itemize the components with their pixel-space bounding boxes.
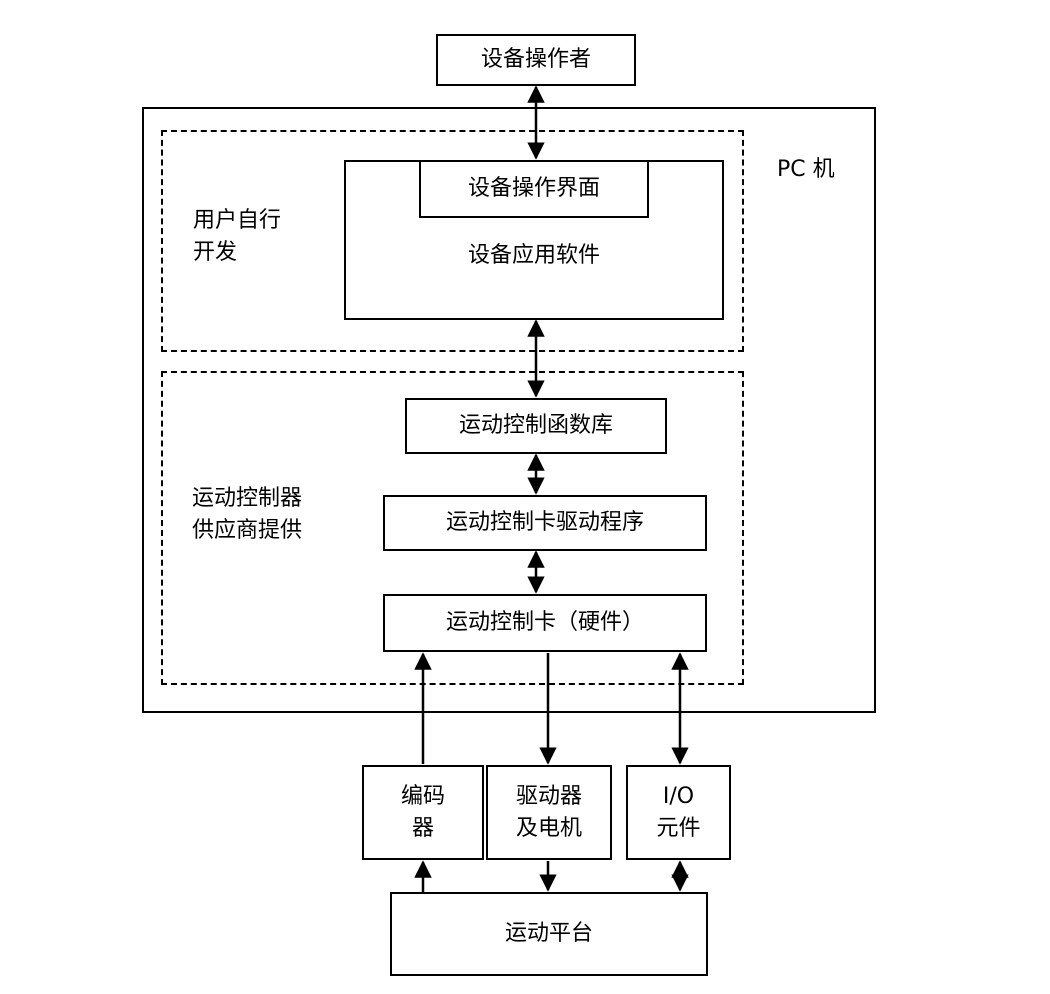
io-line1: I/O: [662, 783, 695, 809]
user-dev-label: 用户自行 开发: [193, 205, 281, 269]
encoder-line1: 编码: [400, 783, 445, 809]
control-card-box: 运动控制卡（硬件）: [383, 594, 707, 652]
pc-label: PC 机: [777, 157, 835, 182]
user-dev-group: [161, 130, 744, 352]
drive-motor-line1: 驱动器: [515, 783, 582, 809]
pc-frame: [142, 107, 876, 713]
motion-lib-box: 运动控制函数库: [405, 398, 667, 454]
io-box: I/O 元件: [626, 765, 731, 860]
motion-platform: 运动平台: [390, 892, 708, 976]
drive-motor-box: 驱动器 及电机: [486, 765, 612, 860]
app-software-label: 设备应用软件: [467, 243, 600, 268]
driver-program-box: 运动控制卡驱动程序: [383, 495, 707, 551]
app-ui-box: 设备操作界面: [419, 160, 649, 218]
encoder-box: 编码 器: [362, 765, 484, 860]
vendor-label: 运动控制器 供应商提供: [192, 483, 302, 547]
vendor-label-line1: 运动控制器: [192, 486, 303, 511]
user-dev-label-line1: 用户自行: [193, 208, 282, 233]
user-dev-label-line2: 开发: [193, 240, 238, 265]
io-line2: 元件: [656, 815, 701, 841]
encoder-line2: 器: [411, 815, 434, 841]
vendor-group: [161, 371, 744, 685]
vendor-label-line2: 供应商提供: [192, 518, 303, 543]
drive-motor-line2: 及电机: [515, 815, 582, 841]
operator-box: 设备操作者: [436, 34, 636, 86]
